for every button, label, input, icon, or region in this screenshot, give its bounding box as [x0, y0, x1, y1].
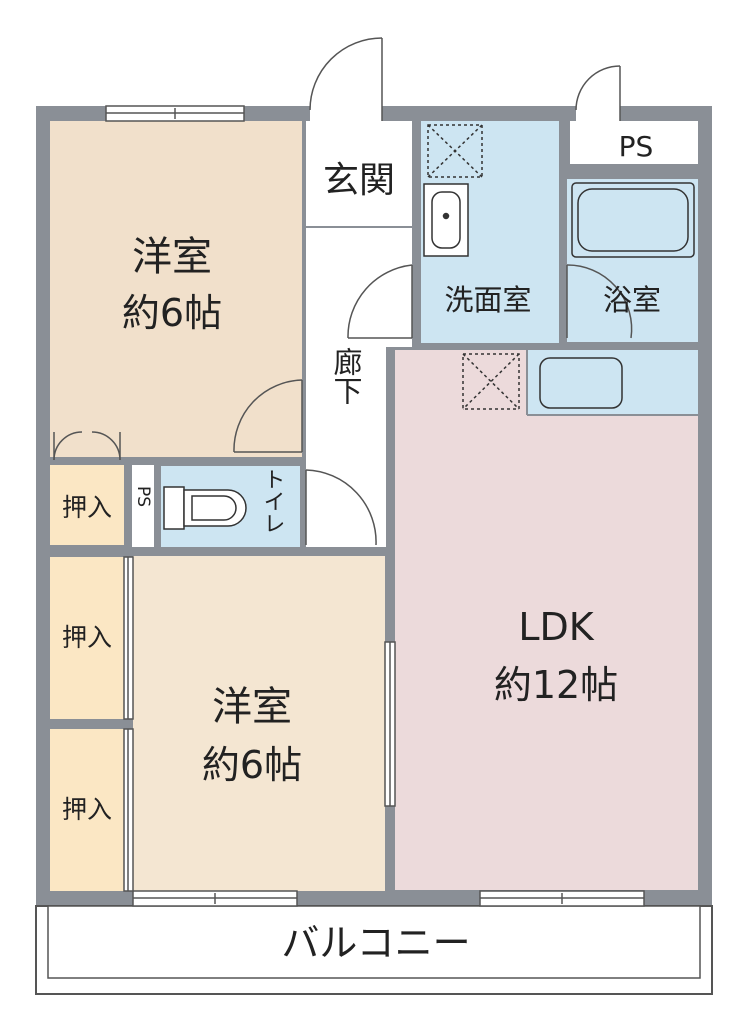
- entrance-area: [306, 121, 412, 227]
- ps-small-label: PS: [133, 486, 153, 507]
- western-room-2-name: 洋室: [212, 684, 292, 730]
- toilet-label: トイレ: [260, 468, 285, 534]
- closet-doors: [123, 556, 134, 892]
- closet-2: [50, 557, 124, 719]
- closet-3-label: 押入: [62, 795, 112, 824]
- ldk-size: 約12帖: [494, 663, 618, 707]
- western-room-1-name: 洋室: [132, 234, 212, 280]
- hallway-label: 廊下: [329, 347, 363, 405]
- balcony-inner: [47, 905, 701, 979]
- hallway-lower: [306, 347, 386, 547]
- hallway-area: [306, 227, 412, 347]
- bathroom-label: 浴室: [603, 283, 661, 317]
- closet-1: [50, 465, 124, 545]
- western-room-2-size: 約6帖: [202, 743, 302, 787]
- sliding-door: [384, 641, 396, 807]
- balcony-label: バルコニー: [281, 921, 470, 965]
- western-room-1: [50, 121, 302, 457]
- window-top: [105, 105, 245, 122]
- closet-3: [50, 729, 124, 891]
- ldk-name: LDK: [518, 605, 594, 649]
- western-room-1-size: 約6帖: [122, 291, 222, 335]
- closet-1-label: 押入: [62, 493, 112, 522]
- western-room-2: [133, 556, 385, 891]
- closet-2-label: 押入: [62, 623, 112, 652]
- washroom-label: 洗面室: [444, 283, 531, 317]
- pipe-space-small: [132, 465, 154, 547]
- entrance-label: 玄関: [323, 160, 395, 201]
- window-bottom-left: [132, 890, 298, 907]
- window-bottom-right: [479, 890, 645, 907]
- doors: [53, 37, 633, 546]
- ps-top-label: PS: [619, 130, 654, 163]
- pipe-space-top: [570, 121, 698, 164]
- fixtures: [163, 124, 695, 530]
- ldk-room: [395, 350, 698, 890]
